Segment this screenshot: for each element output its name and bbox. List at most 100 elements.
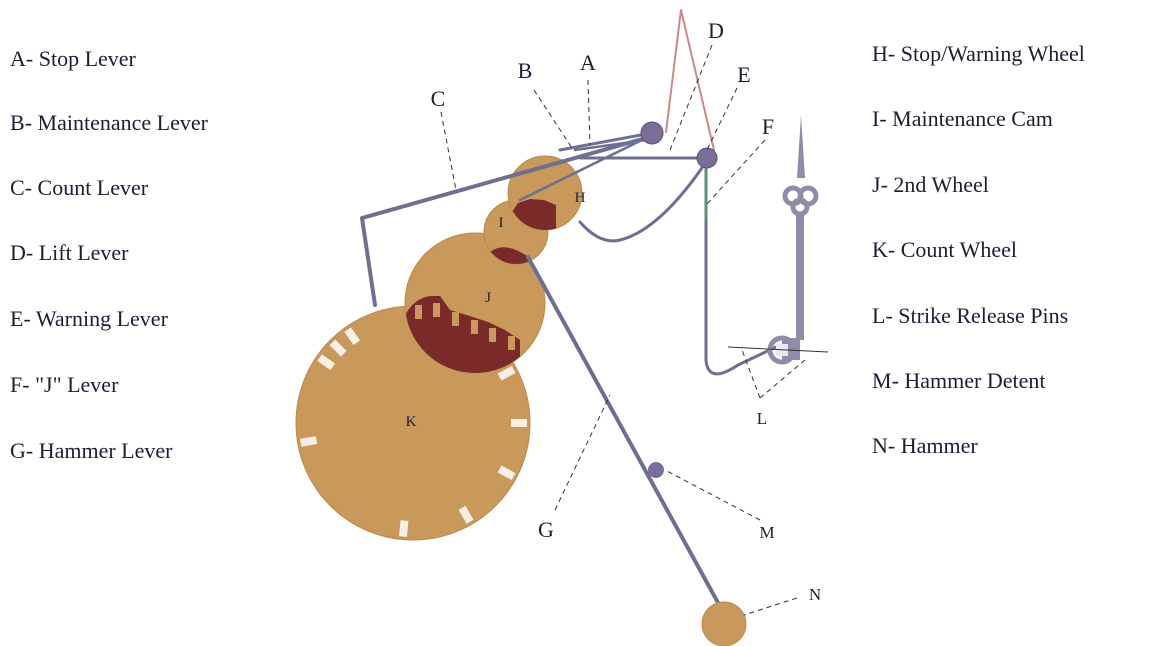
levers <box>360 9 778 612</box>
legend-item-j: J- 2nd Wheel <box>872 172 989 198</box>
leader-lines <box>440 44 806 616</box>
legend-separator: - <box>24 175 33 200</box>
callout-letters: A B C D E F G <box>431 18 774 542</box>
legend-label: Count Wheel <box>900 237 1018 262</box>
legend-separator: - <box>887 237 896 262</box>
callout-f: F <box>762 114 774 139</box>
legend-label: Lift Lever <box>38 240 129 265</box>
legend-item-d: D- Lift Lever <box>10 240 129 266</box>
leader-g <box>554 394 611 511</box>
pivot-hammer-detent <box>648 462 664 478</box>
legend-item-a: A- Stop Lever <box>10 46 136 72</box>
count-slot <box>300 436 318 447</box>
stop-lever-a <box>558 132 648 152</box>
count-lever-c <box>360 136 648 307</box>
legend-label: Stop/Warning Wheel <box>900 41 1085 66</box>
legend-separator: - <box>887 41 896 66</box>
count-slot <box>458 505 474 524</box>
legend-separator: - <box>22 372 30 397</box>
legend-key: I <box>872 106 880 131</box>
callout-l: L <box>757 409 767 428</box>
part-letter-h: H <box>575 190 586 206</box>
callout-n: N <box>809 585 821 604</box>
legend-key: J <box>872 172 881 197</box>
legend-separator: - <box>25 240 34 265</box>
small-callout-letters: L M N <box>757 409 821 604</box>
legend-label: Maintenance Lever <box>37 110 208 135</box>
leader-l-right <box>759 359 806 399</box>
legend-key: L <box>872 303 886 328</box>
legend-separator: - <box>24 110 33 135</box>
pivot-warning-lever <box>696 147 718 169</box>
part-letter-j: J <box>485 290 491 306</box>
legend-item-k: K- Count Wheel <box>872 237 1017 263</box>
release-pin-bar <box>727 346 829 353</box>
pallet-notch <box>508 336 515 350</box>
legend-label: Maintenance Cam <box>892 106 1053 131</box>
legend-item-c: C- Count Lever <box>10 175 148 201</box>
legend-key: M <box>872 368 892 393</box>
callout-d: D <box>708 18 724 43</box>
callout-c: C <box>431 86 446 111</box>
legend-item-m: M- Hammer Detent <box>872 368 1046 394</box>
pallet-notch <box>471 320 478 334</box>
legend-separator: - <box>23 306 31 331</box>
callout-b: B <box>518 58 533 83</box>
legend-key: D <box>10 240 26 265</box>
legend-separator: - <box>879 106 887 131</box>
legend-item-i: I- Maintenance Cam <box>872 106 1053 132</box>
legend-separator: - <box>885 303 893 328</box>
j-lever-f-arm <box>704 218 778 376</box>
count-slot <box>399 520 409 537</box>
pallet-notches <box>415 303 515 350</box>
legend-key: H <box>872 41 888 66</box>
hammer-lever-g <box>526 255 724 612</box>
pallet-notch <box>489 328 496 342</box>
legend-key: K <box>872 237 888 262</box>
legend-label: Hammer Lever <box>38 438 173 463</box>
legend-key: B <box>10 110 25 135</box>
legend-item-g: G- Hammer Lever <box>10 438 172 464</box>
legend-label: 2nd Wheel <box>893 172 989 197</box>
part-letter-i: I <box>499 215 504 231</box>
legend-label: Warning Lever <box>35 306 168 331</box>
part-letters: H I J K <box>406 190 586 430</box>
count-slot <box>329 339 347 357</box>
warning-lever-e <box>578 156 708 243</box>
count-slot <box>317 354 336 371</box>
leader-b <box>533 89 573 149</box>
count-slot <box>344 327 361 346</box>
minute-hand-loop-bottom <box>790 197 810 217</box>
leader-e <box>705 87 738 153</box>
pallet-notch <box>415 305 422 319</box>
legend-item-h: H- Stop/Warning Wheel <box>872 41 1085 67</box>
legend-item-e: E- Warning Lever <box>10 306 168 332</box>
pivot-stop-lever <box>640 121 664 145</box>
legend-separator: - <box>25 438 34 463</box>
leader-f <box>705 139 766 206</box>
legend-label: Stop Lever <box>38 46 136 71</box>
maintenance-cam-lobe <box>490 247 530 264</box>
leader-c <box>440 111 457 191</box>
legend-label: Count Lever <box>37 175 149 200</box>
count-slot <box>497 365 516 381</box>
legend-label: Hammer <box>900 433 978 458</box>
legend-item-b: B- Maintenance Lever <box>10 110 208 136</box>
legend-item-n: N- Hammer <box>872 433 978 459</box>
part-letter-k: K <box>406 414 417 430</box>
callout-g: G <box>538 517 554 542</box>
legend-item-f: F- "J" Lever <box>10 372 118 398</box>
second-wheel-j <box>404 232 546 374</box>
leader-m <box>664 469 761 521</box>
minute-hand <box>727 115 829 365</box>
legend-key: A <box>10 46 26 71</box>
legend-label: Hammer Detent <box>904 368 1046 393</box>
leader-d <box>669 44 713 151</box>
legend-key: F <box>10 372 23 397</box>
legend-separator: - <box>891 368 899 393</box>
count-slot <box>511 419 527 427</box>
minute-hand-shaft <box>796 212 804 340</box>
legend-key: N <box>872 433 888 458</box>
callout-e: E <box>737 62 750 87</box>
